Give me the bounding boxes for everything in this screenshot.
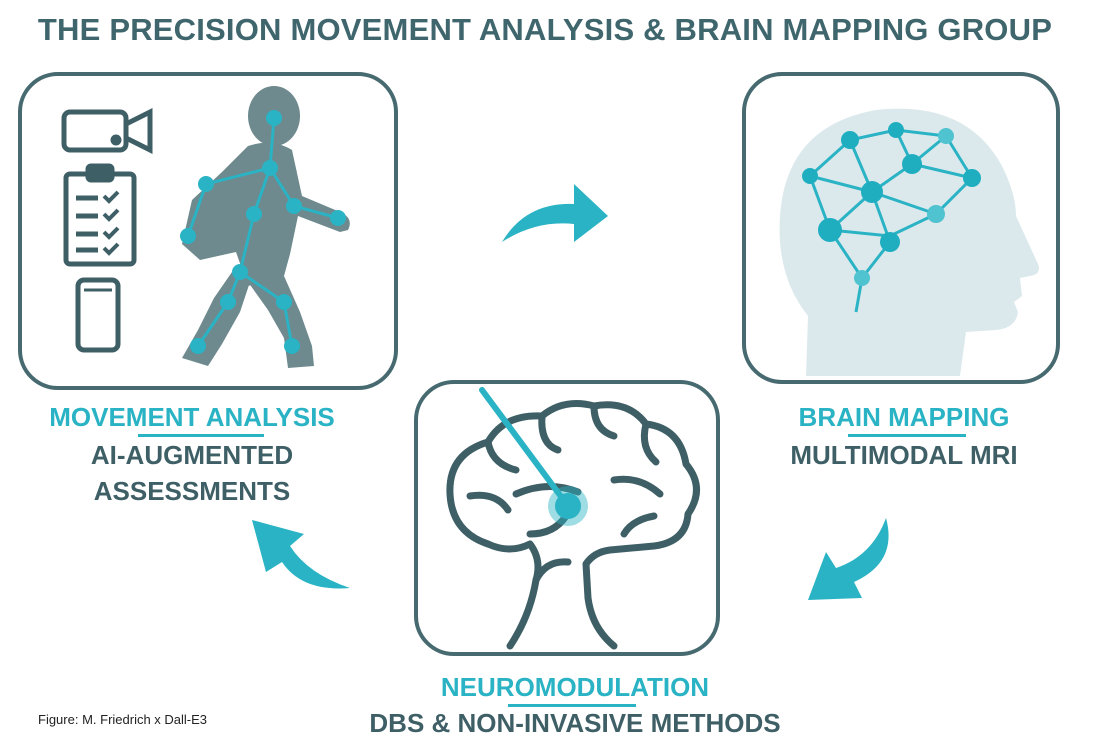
neuromodulation-heading: NEUROMODULATION xyxy=(440,672,710,702)
brain-mapping-subheading: MULTIMODAL MRI xyxy=(790,440,1018,470)
movement-subheading-line1: AI-AUGMENTED xyxy=(90,440,294,470)
brain-mapping-heading: BRAIN MAPPING xyxy=(798,402,1010,432)
movement-analysis-heading: MOVEMENT ANALYSIS xyxy=(49,402,335,432)
page-title: THE PRECISION MOVEMENT ANALYSIS & BRAIN … xyxy=(37,12,1053,47)
clipboard-checklist-icon xyxy=(63,163,137,267)
video-camera-icon xyxy=(61,107,153,155)
figure-credit: Figure: M. Friedrich x Dall-E3 xyxy=(38,712,208,727)
brain-heading-underline xyxy=(848,434,966,437)
head-brain-network-icon xyxy=(779,108,1039,377)
cycle-arrow-up-left-icon xyxy=(252,520,350,589)
cycle-arrow-right-icon xyxy=(502,184,608,242)
walking-person-skeleton-icon xyxy=(180,86,350,368)
movement-subheading-line2: ASSESSMENTS xyxy=(93,476,291,506)
cycle-arrow-down-left-icon xyxy=(808,518,889,600)
brain-electrode-icon xyxy=(446,387,700,650)
smartphone-icon xyxy=(75,277,121,353)
movement-analysis-panel xyxy=(18,72,398,390)
neuro-heading-underline xyxy=(508,704,636,707)
neuromodulation-subheading: DBS & NON-INVASIVE METHODS xyxy=(369,708,781,738)
brain-mapping-panel xyxy=(742,72,1060,384)
movement-heading-underline xyxy=(138,434,264,437)
neuromodulation-panel xyxy=(414,380,720,656)
